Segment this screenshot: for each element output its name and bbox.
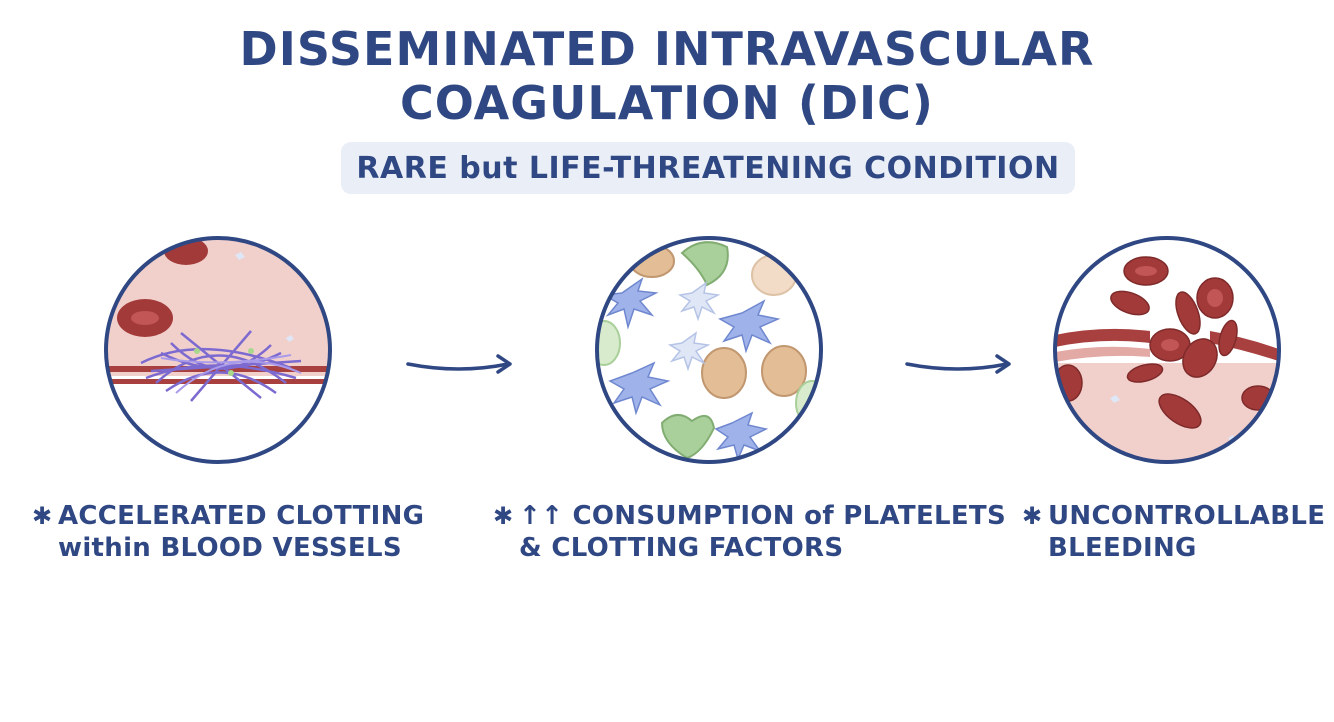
step-3-line-1: UNCONTROLLABLE bbox=[1048, 501, 1326, 531]
subtitle-text: RARE but LIFE-THREATENING CONDITION bbox=[356, 150, 1060, 186]
step-2-caption: ✱↑↑ CONSUMPTION of PLATELETS & CLOTTING … bbox=[493, 500, 1006, 564]
bleeding-vessel-illustration bbox=[1053, 236, 1281, 464]
step-2-line-1: ↑↑ CONSUMPTION of PLATELETS bbox=[519, 501, 1006, 531]
step-1-line-1: ACCELERATED CLOTTING bbox=[58, 501, 425, 531]
asterisk-icon: ✱ bbox=[1022, 502, 1043, 530]
subtitle-banner: RARE but LIFE-THREATENING CONDITION bbox=[341, 142, 1075, 194]
title-line-1: DISSEMINATED INTRAVASCULAR bbox=[239, 22, 1095, 76]
step-1-line-2: within BLOOD VESSELS bbox=[58, 533, 402, 563]
step-3-line-2: BLEEDING bbox=[1048, 533, 1197, 563]
step-1-caption: ✱ACCELERATED CLOTTING within BLOOD VESSE… bbox=[32, 500, 424, 564]
step-3-caption: ✱UNCONTROLLABLE BLEEDING bbox=[1022, 500, 1325, 564]
step-2-line-2: & CLOTTING FACTORS bbox=[519, 533, 844, 563]
arrow-icon bbox=[406, 354, 512, 374]
title-line-2: COAGULATION (DIC) bbox=[400, 76, 934, 130]
asterisk-icon: ✱ bbox=[493, 502, 514, 530]
page-title: DISSEMINATED INTRAVASCULAR COAGULATION (… bbox=[0, 22, 1334, 130]
asterisk-icon: ✱ bbox=[32, 502, 53, 530]
blood-clot-in-vessel-illustration bbox=[104, 236, 332, 464]
platelets-and-clotting-factors-illustration bbox=[595, 236, 823, 464]
arrow-icon bbox=[905, 354, 1011, 374]
